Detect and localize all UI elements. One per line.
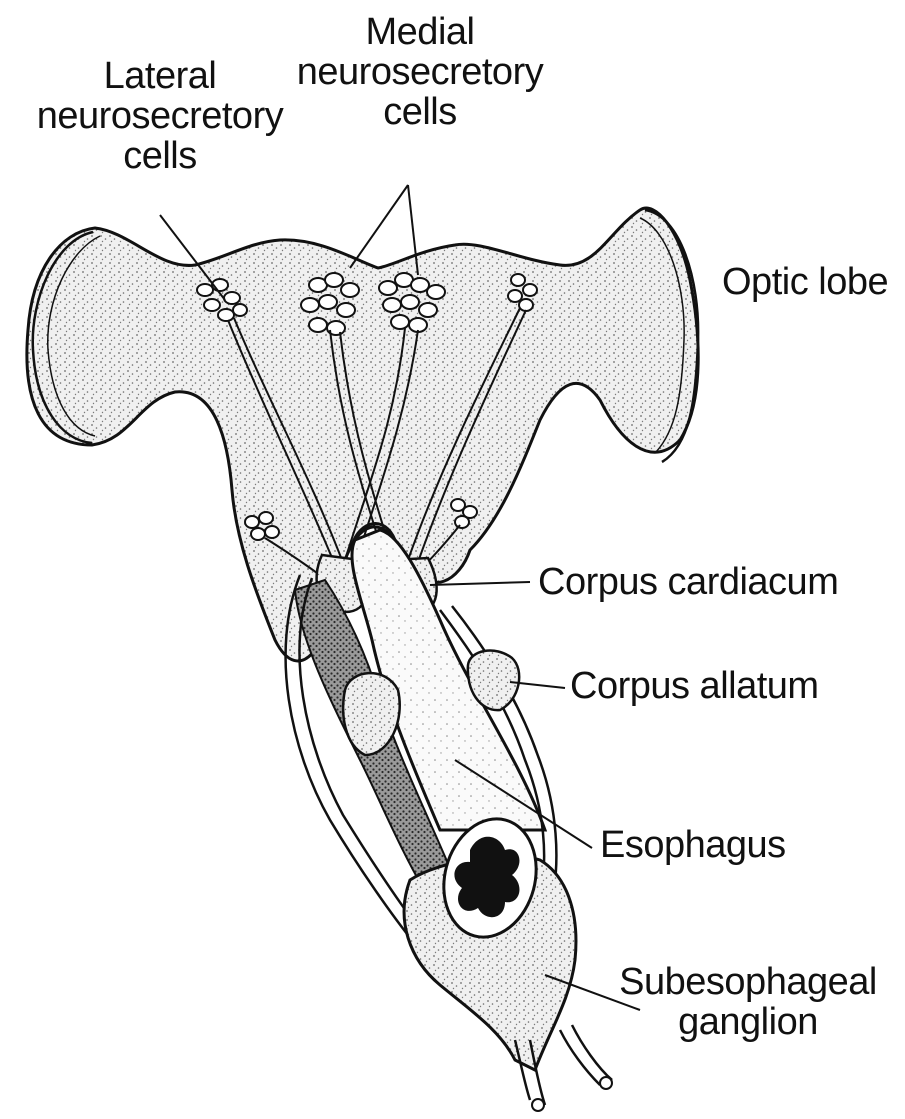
label-medial-line3: cells bbox=[297, 92, 543, 132]
label-esophagus: Esophagus bbox=[600, 825, 786, 865]
label-lateral-line1: Lateral bbox=[37, 56, 283, 96]
label-corpus-allatum: Corpus allatum bbox=[570, 666, 819, 706]
label-subesophageal-line2: ganglion bbox=[619, 1002, 877, 1042]
label-lateral-line3: cells bbox=[37, 136, 283, 176]
label-medial-line1: Medial bbox=[297, 12, 543, 52]
label-subesophageal-ganglion: Subesophageal ganglion bbox=[619, 962, 877, 1042]
label-lateral-neurosecretory-cells: Lateral neurosecretory cells bbox=[37, 56, 283, 176]
leader-corpus-cardiacum bbox=[430, 582, 530, 585]
label-medial-neurosecretory-cells: Medial neurosecretory cells bbox=[297, 12, 543, 132]
label-medial-line2: neurosecretory bbox=[297, 52, 543, 92]
label-subesophageal-line1: Subesophageal bbox=[619, 962, 877, 1002]
label-corpus-cardiacum: Corpus cardiacum bbox=[538, 562, 838, 602]
leader-medial-a bbox=[350, 185, 408, 268]
label-optic-lobe: Optic lobe bbox=[722, 262, 888, 302]
label-lateral-line2: neurosecretory bbox=[37, 96, 283, 136]
